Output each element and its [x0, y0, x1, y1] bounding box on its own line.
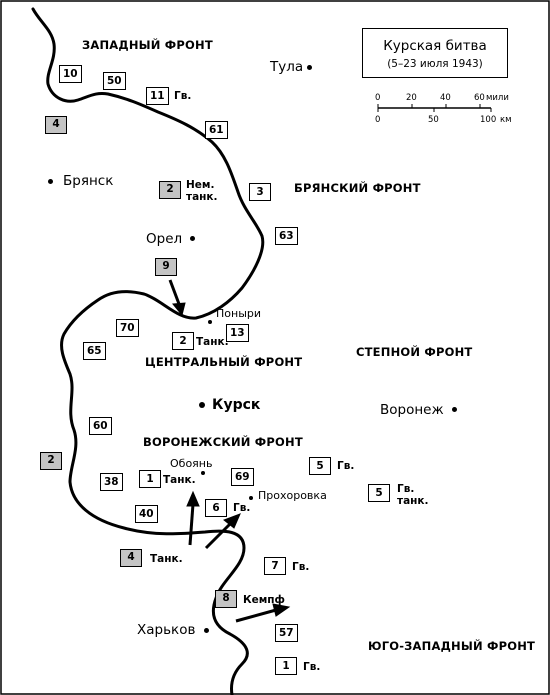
scale-km-unit: км: [500, 115, 512, 125]
soviet-guards-tank-army-5-label-2: танк.: [397, 495, 429, 507]
german-kempf-group-label: Кемпф: [243, 594, 285, 606]
arrow-9-army-head: [172, 302, 186, 317]
front-bryansk: БРЯНСКИЙ ФРОНТ: [294, 181, 421, 195]
german-kempf-group: 8: [215, 590, 237, 608]
city-prokhorovka: Прохоровка: [258, 489, 327, 502]
scale-km-0: 0: [375, 115, 381, 125]
city-kursk: Курск: [212, 397, 261, 413]
soviet-army-69: 69: [231, 468, 254, 486]
city-oboyan-marker: [201, 471, 205, 475]
front-line: [31, 7, 265, 695]
soviet-tank-army-2: 2: [172, 332, 194, 350]
front-voronezh: ВОРОНЕЖСКИЙ ФРОНТ: [143, 435, 303, 449]
soviet-army-40: 40: [135, 505, 158, 523]
front-western: ЗАПАДНЫЙ ФРОНТ: [82, 38, 213, 52]
city-kursk-marker: [199, 402, 205, 408]
scale-km-50: 50: [428, 115, 439, 125]
german-tank-army-2-label-1: Нем.: [186, 179, 215, 191]
front-steppe: СТЕПНОЙ ФРОНТ: [356, 345, 473, 359]
city-tula-marker: [307, 65, 312, 70]
german-army-4: 4: [45, 116, 67, 134]
german-tank-army-4-label: Танк.: [150, 553, 183, 565]
soviet-army-60: 60: [89, 417, 112, 435]
german-tank-army-4: 4: [120, 549, 142, 567]
soviet-guards-army-6: 6: [205, 499, 227, 517]
soviet-army-13: 13: [226, 324, 249, 342]
map-subtitle: (5–23 июля 1943): [387, 58, 483, 70]
attack-arrows: [168, 279, 291, 623]
soviet-army-38: 38: [100, 473, 123, 491]
city-bryansk: Брянск: [63, 173, 114, 189]
scale-bar: [377, 104, 492, 112]
city-ponyri: Поныри: [216, 307, 262, 320]
scale-km-100: 100: [480, 115, 497, 125]
city-tula: Тула: [270, 59, 304, 75]
scale-miles-40: 40: [440, 93, 451, 103]
map-title: Курская битва: [383, 38, 487, 54]
soviet-guards-army-5: 5: [309, 457, 331, 475]
german-army-2: 2: [40, 452, 62, 470]
front-southwest: ЮГО-ЗАПАДНЫЙ ФРОНТ: [368, 639, 536, 653]
soviet-guards-army-7: 7: [264, 557, 286, 575]
german-tank-army-2-label-2: танк.: [186, 191, 218, 203]
arrow-4-tank-north-head: [186, 490, 200, 507]
map-title-box: Курская битва (5–23 июля 1943): [362, 28, 508, 78]
soviet-army-11-guards-label: Гв.: [174, 90, 192, 102]
soviet-tank-army-1-label: Танк.: [163, 474, 196, 486]
arrow-4-tank-east-head: [223, 513, 241, 529]
city-voronezh-marker: [452, 407, 457, 412]
soviet-guards-army-1-label: Гв.: [303, 661, 321, 673]
soviet-tank-army-1: 1: [139, 470, 161, 488]
soviet-guards-army-6-label: Гв.: [233, 502, 251, 514]
soviet-army-63: 63: [275, 227, 298, 245]
soviet-army-11-guards: 11: [146, 87, 169, 105]
soviet-army-57: 57: [275, 624, 298, 642]
scale-miles-unit: мили: [486, 93, 509, 103]
soviet-guards-army-7-label: Гв.: [292, 561, 310, 573]
german-army-9: 9: [155, 258, 177, 276]
soviet-tank-army-2-label: Танк.: [196, 336, 229, 348]
soviet-guards-tank-army-5: 5: [368, 484, 390, 502]
arrow-kempf-shaft: [235, 608, 277, 623]
city-oboyan: Обоянь: [170, 457, 213, 470]
scale-miles-60: 60: [474, 93, 485, 103]
soviet-army-70: 70: [116, 319, 139, 337]
arrow-4-tank-north-shaft: [188, 503, 195, 546]
soviet-army-3: 3: [249, 183, 271, 201]
soviet-guards-army-1: 1: [275, 657, 297, 675]
front-central: ЦЕНТРАЛЬНЫЙ ФРОНТ: [145, 355, 303, 369]
arrow-9-army-shaft: [168, 279, 181, 305]
soviet-army-61: 61: [205, 121, 228, 139]
soviet-guards-tank-army-5-label-1: Гв.: [397, 483, 415, 495]
city-ponyri-marker: [208, 320, 212, 324]
city-orel-marker: [190, 236, 195, 241]
german-tank-army-2: 2: [159, 181, 181, 199]
soviet-army-50: 50: [103, 72, 126, 90]
soviet-army-65: 65: [83, 342, 106, 360]
soviet-army-10: 10: [59, 65, 82, 83]
city-kharkov: Харьков: [137, 622, 196, 638]
scale-miles-20: 20: [406, 93, 417, 103]
city-prokhorovka-marker: [249, 496, 253, 500]
city-kharkov-marker: [204, 628, 209, 633]
soviet-guards-army-5-label: Гв.: [337, 460, 355, 472]
city-voronezh: Воронеж: [380, 402, 444, 418]
city-bryansk-marker: [48, 179, 53, 184]
arrow-kempf-head: [272, 603, 291, 617]
scale-miles-0: 0: [375, 93, 381, 103]
arrow-4-tank-east-shaft: [204, 522, 232, 550]
city-orel: Орел: [146, 231, 183, 247]
